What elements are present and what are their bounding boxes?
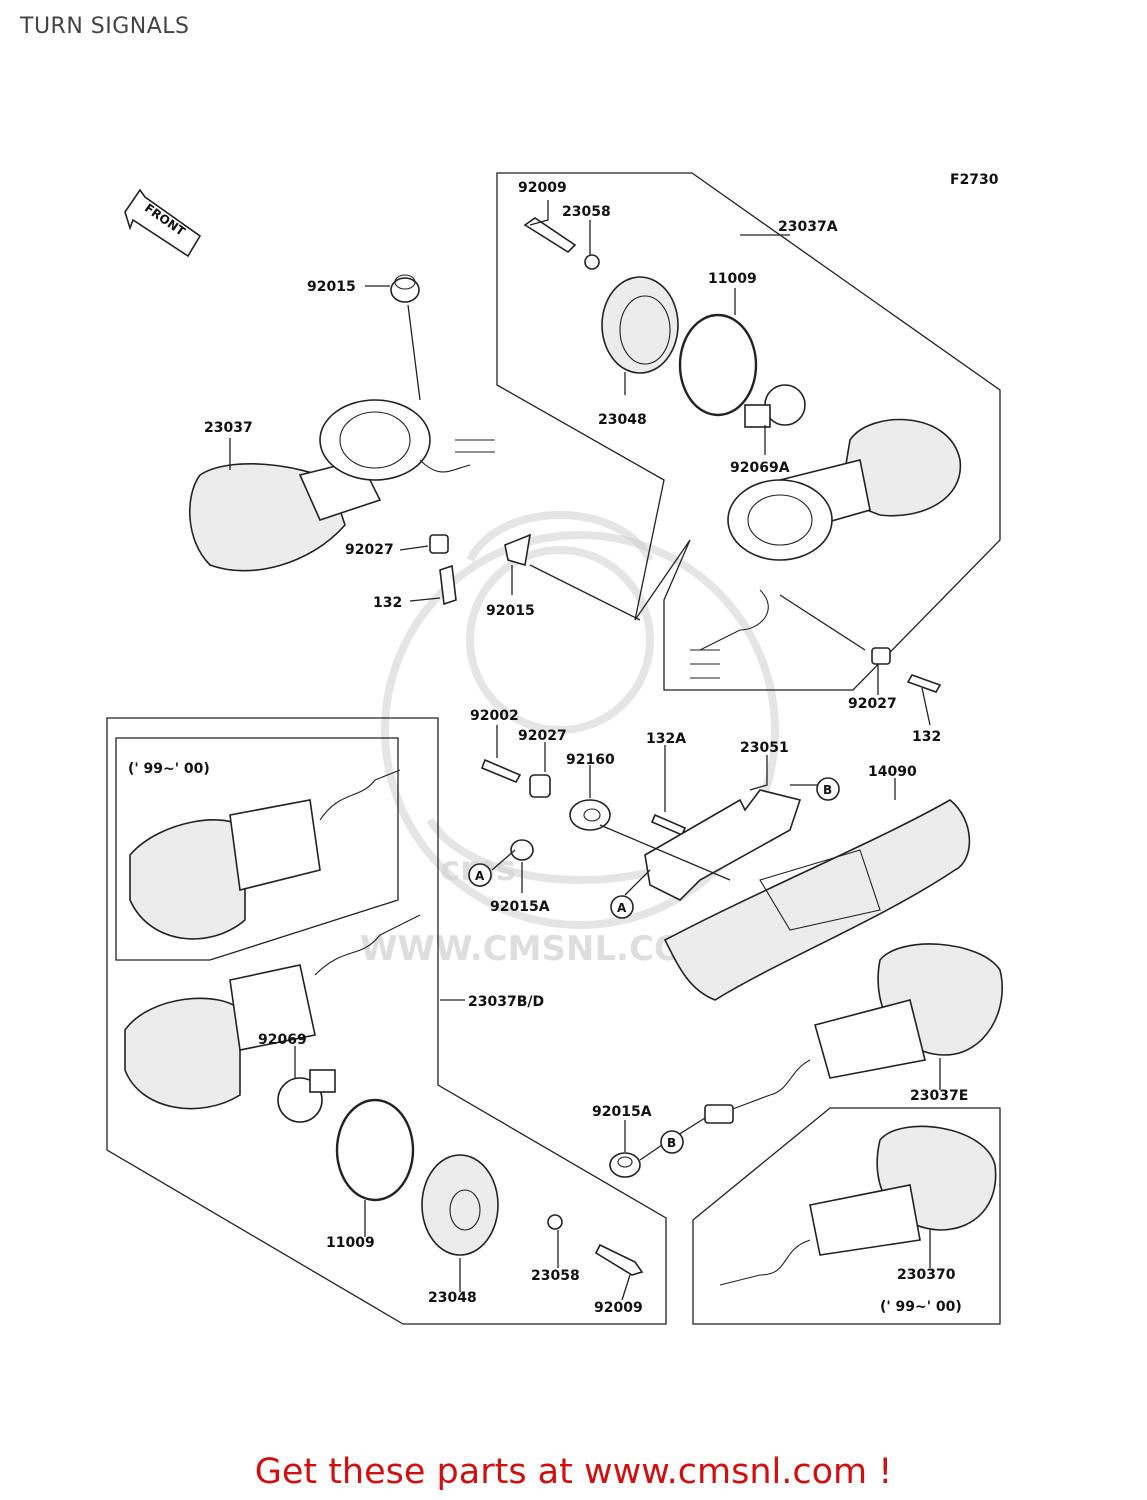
svg-text:A: A bbox=[475, 869, 485, 883]
label-23058-top: 23058 bbox=[562, 204, 611, 220]
label-132-left: 132 bbox=[373, 595, 402, 611]
nut-92015-top bbox=[390, 274, 420, 303]
cover-14090 bbox=[663, 799, 971, 1001]
nut-92015A-left bbox=[510, 839, 534, 861]
label-23037A: 23037A bbox=[778, 219, 838, 235]
bulb-92069 bbox=[277, 1069, 336, 1123]
screw-92009-top bbox=[523, 217, 577, 254]
label-23048-top: 23048 bbox=[598, 412, 647, 428]
label-23037BD: 23037B/D bbox=[468, 994, 544, 1010]
label-year-left: (' 99~' 00) bbox=[128, 761, 210, 777]
label-92009-top: 92009 bbox=[518, 180, 567, 196]
label-14090: 14090 bbox=[868, 764, 917, 780]
connector-circle-b1: B bbox=[816, 777, 840, 801]
group-box-year-right bbox=[692, 1107, 1001, 1325]
bracket-23051 bbox=[644, 789, 802, 901]
label-92015-top: 92015 bbox=[307, 279, 356, 295]
connector-circle-a2: A bbox=[610, 895, 634, 919]
svg-text:A: A bbox=[617, 901, 627, 915]
label-92027-right: 92027 bbox=[848, 696, 897, 712]
figure-code: F2730 bbox=[950, 172, 999, 188]
label-23037: 23037 bbox=[204, 420, 253, 436]
label-92069A: 92069A bbox=[730, 460, 790, 476]
watermark-logo: cms WWW.CMSNL.COM bbox=[360, 511, 779, 969]
label-92069: 92069 bbox=[258, 1032, 307, 1048]
turn-signal-year-left bbox=[129, 769, 401, 940]
label-230370: 230370 bbox=[897, 1267, 956, 1283]
bolt-132A bbox=[650, 813, 687, 837]
group-box-23037BD bbox=[106, 717, 667, 1325]
label-132-right: 132 bbox=[912, 729, 941, 745]
watermark-url: WWW.CMSNL.COM bbox=[360, 929, 717, 969]
label-92160: 92160 bbox=[566, 752, 615, 768]
collar-92027-left bbox=[429, 534, 449, 554]
turn-signal-230370 bbox=[719, 1125, 997, 1286]
label-23051: 23051 bbox=[740, 740, 789, 756]
front-arrow-icon: FRONT bbox=[124, 188, 202, 258]
leader-lines bbox=[229, 200, 941, 1301]
gasket-11009-bottom bbox=[335, 1098, 415, 1202]
turn-signal-23037 bbox=[188, 399, 495, 572]
bolt-132-left bbox=[439, 564, 457, 606]
group-box-year-left bbox=[115, 737, 399, 961]
label-132A: 132A bbox=[646, 731, 686, 747]
connector-circle-b2: B bbox=[660, 1130, 684, 1154]
label-92015A-left: 92015A bbox=[490, 899, 550, 915]
label-92009-bottom: 92009 bbox=[594, 1300, 643, 1316]
svg-text:B: B bbox=[823, 783, 832, 797]
collar-92027-right bbox=[871, 647, 891, 665]
label-23058-bottom: 23058 bbox=[531, 1268, 580, 1284]
turn-signal-23037A bbox=[690, 418, 962, 679]
lens-23048-bottom bbox=[421, 1154, 499, 1256]
group-box-23037A bbox=[496, 172, 1001, 691]
collar-92027-mid bbox=[529, 774, 551, 798]
turn-signal-23037E bbox=[704, 943, 1003, 1124]
label-92002: 92002 bbox=[470, 708, 519, 724]
label-92027-mid: 92027 bbox=[518, 728, 567, 744]
label-11009-top: 11009 bbox=[708, 271, 757, 287]
turn-signal-23037BD bbox=[124, 914, 421, 1110]
label-23048-bottom: 23048 bbox=[428, 1290, 477, 1306]
label-92027-left: 92027 bbox=[345, 542, 394, 558]
washer-23058-bottom bbox=[547, 1214, 563, 1230]
svg-text:B: B bbox=[667, 1136, 676, 1150]
bolt-132-right bbox=[906, 674, 942, 693]
label-year-right: (' 99~' 00) bbox=[880, 1299, 962, 1315]
page-title: TURN SIGNALS bbox=[20, 14, 190, 39]
screw-92009-bottom bbox=[594, 1243, 644, 1276]
label-92015A-right: 92015A bbox=[592, 1104, 652, 1120]
lens-23048-top bbox=[601, 276, 679, 374]
nut-92015-mid bbox=[504, 533, 532, 567]
nut-92015A-right bbox=[609, 1152, 641, 1178]
label-11009-bottom: 11009 bbox=[326, 1235, 375, 1251]
grommet-92160 bbox=[569, 799, 611, 831]
connector-circle-a1: A bbox=[468, 863, 492, 887]
label-92015-mid: 92015 bbox=[486, 603, 535, 619]
gasket-11009-top bbox=[678, 313, 758, 417]
label-23037E: 23037E bbox=[910, 1088, 968, 1104]
parts-diagram: cms WWW.CMSNL.COM F2730 FRONT bbox=[106, 172, 1003, 1325]
washer-23058-top bbox=[584, 254, 600, 270]
bulb-92069A bbox=[744, 384, 806, 428]
bolt-92002 bbox=[480, 758, 522, 784]
footer-banner-link[interactable]: Get these parts at www.cmsnl.com ! bbox=[254, 1452, 893, 1492]
